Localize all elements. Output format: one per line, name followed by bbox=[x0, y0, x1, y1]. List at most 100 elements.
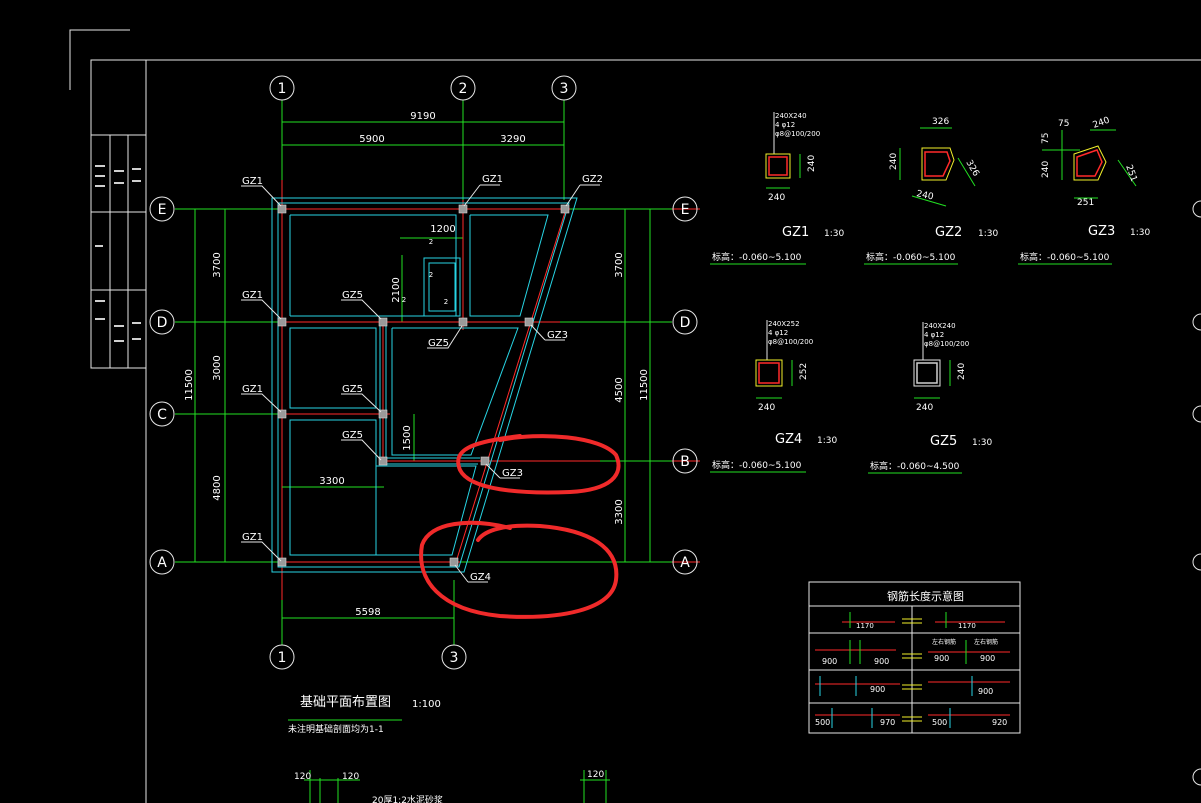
axis-label-left-E: E bbox=[158, 202, 167, 218]
svg-text:4 φ12: 4 φ12 bbox=[775, 121, 795, 129]
axis-label-bottom-1: 1 bbox=[278, 650, 287, 666]
column-markers bbox=[277, 204, 570, 567]
dim-inner-2b: 2 bbox=[429, 271, 433, 279]
svg-text:标高：-0.060~5.100: 标高：-0.060~5.100 bbox=[712, 251, 802, 263]
bottom-fragment: 120 120 120 20厚1:2水泥砂浆 bbox=[294, 770, 610, 803]
svg-text:900: 900 bbox=[980, 654, 995, 663]
dim-bottom-1-3: 5598 bbox=[355, 607, 380, 618]
label-gz5-b: GZ5 bbox=[342, 430, 363, 441]
column-detail-gz1: 240X240 4 φ12 φ8@100/200 240 240 GZ1 1:3… bbox=[710, 112, 844, 265]
svg-text:φ8@100/200: φ8@100/200 bbox=[924, 340, 969, 348]
dimension-texts: 9190 5900 3290 5598 11500 3700 3000 4800… bbox=[184, 111, 650, 618]
svg-text:251: 251 bbox=[1077, 198, 1094, 208]
column-detail-gz2: 326 240 240 326 GZ2 1:30 标高：-0.060~5.100 bbox=[864, 117, 998, 265]
label-gz2-e3: GZ2 bbox=[582, 174, 603, 185]
svg-text:1:30: 1:30 bbox=[972, 438, 992, 448]
dim-inner-3300: 3300 bbox=[319, 476, 344, 487]
title-block bbox=[69, 29, 1201, 803]
plan-scale: 1:100 bbox=[412, 699, 441, 710]
svg-text:120: 120 bbox=[587, 770, 604, 780]
detail-name-gz1: GZ1 bbox=[782, 225, 809, 240]
svg-text:1170: 1170 bbox=[958, 622, 976, 630]
axis-label-right-B: B bbox=[680, 454, 690, 470]
dim-right-ED: 3700 bbox=[614, 252, 625, 277]
svg-text:1170: 1170 bbox=[856, 622, 874, 630]
svg-text:标高：-0.060~4.500: 标高：-0.060~4.500 bbox=[870, 460, 960, 472]
svg-text:240: 240 bbox=[1092, 115, 1112, 130]
svg-text:左右钢筋: 左右钢筋 bbox=[974, 638, 998, 646]
axis-bubbles: 1 2 3 1 3 E D C A E D B A bbox=[149, 75, 698, 670]
right-edge-axis-fragments bbox=[1192, 200, 1201, 786]
svg-text:240: 240 bbox=[768, 193, 785, 203]
svg-text:左右钢筋: 左右钢筋 bbox=[932, 638, 956, 646]
detail-name-gz2: GZ2 bbox=[935, 225, 962, 240]
dim-left-total: 11500 bbox=[184, 369, 195, 401]
column-labels: GZ1 GZ1 GZ2 GZ1 GZ5 GZ5 GZ3 GZ1 GZ5 GZ5 … bbox=[242, 174, 603, 583]
svg-text:900: 900 bbox=[978, 687, 993, 696]
rebar-table-title: 钢筋长度示意图 bbox=[887, 589, 964, 603]
svg-text:252: 252 bbox=[799, 363, 809, 380]
axis-label-top-2: 2 bbox=[459, 81, 468, 97]
svg-text:75: 75 bbox=[1041, 133, 1051, 144]
axis-label-right-D: D bbox=[680, 315, 691, 331]
axis-label-right-A: A bbox=[680, 555, 690, 571]
svg-text:4 φ12: 4 φ12 bbox=[924, 331, 944, 339]
label-gz4-a: GZ4 bbox=[470, 572, 491, 583]
svg-text:1:30: 1:30 bbox=[978, 229, 998, 239]
svg-text:920: 920 bbox=[992, 718, 1007, 727]
svg-text:标高：-0.060~5.100: 标高：-0.060~5.100 bbox=[866, 251, 956, 263]
detail-name-gz5: GZ5 bbox=[930, 434, 957, 449]
axis-label-top-3: 3 bbox=[560, 81, 569, 97]
svg-text:120: 120 bbox=[342, 772, 359, 782]
detail-name-gz3: GZ3 bbox=[1088, 224, 1115, 239]
detail-name-gz4: GZ4 bbox=[775, 432, 802, 447]
svg-text:φ8@100/200: φ8@100/200 bbox=[768, 338, 813, 346]
dim-inner-2a: 2 bbox=[429, 238, 433, 246]
annotation-circle-gz4 bbox=[419, 520, 619, 619]
label-gz1-d1: GZ1 bbox=[242, 290, 263, 301]
svg-text:251: 251 bbox=[1123, 164, 1138, 184]
label-gz1-c1: GZ1 bbox=[242, 384, 263, 395]
red-annotation-marks bbox=[419, 434, 621, 619]
svg-text:1:30: 1:30 bbox=[824, 229, 844, 239]
svg-text:75: 75 bbox=[1058, 119, 1069, 129]
dimension-lines bbox=[194, 121, 651, 619]
dim-right-total: 11500 bbox=[639, 369, 650, 401]
label-gz3-d: GZ3 bbox=[547, 330, 568, 341]
svg-text:240: 240 bbox=[1041, 161, 1051, 178]
dim-top-1-2: 5900 bbox=[359, 134, 384, 145]
label-gz5-c: GZ5 bbox=[342, 384, 363, 395]
svg-text:120: 120 bbox=[294, 772, 311, 782]
svg-text:240: 240 bbox=[957, 363, 967, 380]
plan-note: 未注明基础剖面均为1-1 bbox=[288, 723, 384, 735]
label-gz1-a1: GZ1 bbox=[242, 532, 263, 543]
foundation-rebar-lines bbox=[282, 208, 567, 563]
svg-text:1:30: 1:30 bbox=[1130, 228, 1150, 238]
svg-text:240: 240 bbox=[889, 153, 899, 170]
rebar-length-table: 钢筋长度示意图 1170 1170 900 900 左右钢筋 左右钢筋 900 … bbox=[808, 581, 1021, 734]
dim-top-total: 9190 bbox=[410, 111, 435, 122]
dim-inner-1500: 1500 bbox=[402, 425, 413, 450]
axis-label-top-1: 1 bbox=[278, 81, 287, 97]
label-gz5-d: GZ5 bbox=[342, 290, 363, 301]
axis-label-left-A: A bbox=[157, 555, 167, 571]
svg-text:240: 240 bbox=[915, 189, 934, 202]
axis-label-bottom-3: 3 bbox=[450, 650, 459, 666]
svg-text:4 φ12: 4 φ12 bbox=[768, 329, 788, 337]
label-gz1-e2: GZ1 bbox=[482, 174, 503, 185]
axis-label-right-E: E bbox=[681, 202, 690, 218]
column-detail-gz4: 240X252 4 φ12 φ8@100/200 240 252 GZ4 1:3… bbox=[710, 320, 837, 473]
svg-text:240: 240 bbox=[807, 155, 817, 172]
plan-title: 基础平面布置图 bbox=[300, 695, 391, 710]
svg-text:326: 326 bbox=[963, 159, 980, 179]
column-detail-gz3: 75 75 240 240 251 251 GZ3 1:30 标高：-0.060… bbox=[1018, 115, 1150, 265]
dim-left-DC: 3000 bbox=[212, 355, 223, 380]
svg-text:1:30: 1:30 bbox=[817, 436, 837, 446]
svg-text:900: 900 bbox=[934, 654, 949, 663]
label-gz1-e1: GZ1 bbox=[242, 176, 263, 187]
svg-text:标高：-0.060~5.100: 标高：-0.060~5.100 bbox=[712, 459, 802, 471]
svg-text:900: 900 bbox=[870, 685, 885, 694]
dim-right-BA: 3300 bbox=[614, 499, 625, 524]
svg-text:标高：-0.060~5.100: 标高：-0.060~5.100 bbox=[1020, 251, 1110, 263]
